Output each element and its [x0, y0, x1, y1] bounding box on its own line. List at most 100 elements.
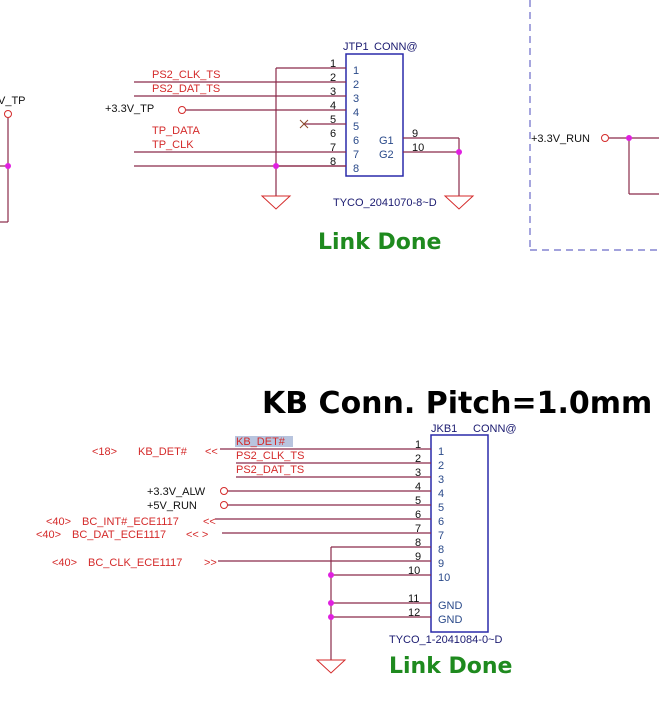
- offpage-connector-icon: >>: [204, 557, 217, 569]
- ground-icon: [315, 659, 347, 674]
- net-label-3v3-tp: +3.3V_TP: [105, 103, 154, 115]
- net-label-kb-det-wire: KB_DET#: [236, 436, 286, 448]
- power-symbol: [4, 110, 12, 118]
- ground-icon: [443, 195, 475, 210]
- kb-section-title: KB Conn. Pitch=1.0mm: [262, 386, 652, 421]
- net-label-ps2-dat: PS2_DAT_TS: [152, 83, 220, 95]
- pin-label: 6: [438, 516, 444, 528]
- pin-label: 2: [438, 460, 444, 472]
- pin-number: 1: [415, 439, 421, 451]
- jkb1-variant: CONN@: [473, 423, 517, 435]
- pin-number: 2: [330, 72, 336, 84]
- left-partial-net: V_TP: [0, 95, 26, 223]
- net-label-ps2-clk: PS2_CLK_TS: [236, 450, 304, 462]
- junction-dot: [328, 572, 334, 578]
- net-label-tp-data: TP_DATA: [152, 125, 201, 137]
- pin-label: GND: [438, 614, 463, 626]
- pin-label: 5: [353, 121, 359, 133]
- pin-number: 8: [415, 537, 421, 549]
- jkb1-refdes: JKB1: [431, 423, 457, 435]
- offpage-connector-icon: <<: [205, 446, 218, 458]
- jtp1-body: [345, 53, 404, 177]
- pin-number: 5: [415, 495, 421, 507]
- no-connect-icon: [299, 119, 309, 129]
- pin-label: 4: [353, 107, 359, 119]
- power-symbol: [220, 487, 228, 495]
- pin-label: 7: [438, 530, 444, 542]
- pin-label: 6: [353, 135, 359, 147]
- offpage-ref: <18>: [92, 446, 117, 458]
- jtp1-link-status: Link Done: [318, 230, 441, 255]
- ground-icon: [260, 195, 292, 210]
- net-label-kb-det: KB_DET#: [138, 446, 188, 458]
- junction-dot: [273, 163, 279, 169]
- pin-label: 2: [353, 79, 359, 91]
- pin-number: 8: [330, 156, 336, 168]
- pin-number: 1: [330, 58, 336, 70]
- junction-dot: [5, 163, 11, 169]
- right-partial-block: +3.3V_RUN: [529, 0, 659, 251]
- pin-label: 1: [438, 446, 444, 458]
- junction-dot: [328, 600, 334, 606]
- power-symbol: [220, 501, 228, 509]
- net-label-ps2-clk: PS2_CLK_TS: [152, 69, 220, 81]
- pin-number: 7: [330, 142, 336, 154]
- pin-number: 11: [408, 593, 419, 605]
- net-label-bc-clk: BC_CLK_ECE1117: [88, 557, 182, 569]
- pin-number: 5: [330, 114, 336, 126]
- net-label-tp-clk: TP_CLK: [152, 139, 194, 151]
- jtp1-connector: JTP1 CONN@ PS2_CLK_TS PS2_DAT_TS +3.3V_T…: [105, 41, 475, 255]
- net-label-bc-int: BC_INT#_ECE1117: [82, 516, 179, 528]
- pin-number: 7: [415, 523, 421, 535]
- offpage-ref: <40>: [36, 529, 61, 541]
- pin-number: 6: [330, 128, 336, 140]
- junction-dot: [456, 149, 462, 155]
- pin-number: 3: [330, 86, 336, 98]
- jtp1-variant: CONN@: [374, 41, 418, 53]
- pin-label: 9: [438, 558, 444, 570]
- right-net-label: +3.3V_RUN: [531, 133, 590, 145]
- offpage-ref: <40>: [46, 516, 71, 528]
- pin-number: 10: [412, 142, 424, 154]
- pin-label: G2: [379, 149, 394, 161]
- jkb1-part-number: TYCO_1-2041084-0~D: [389, 634, 502, 646]
- jkb1-link-status: Link Done: [389, 654, 512, 679]
- jtp1-refdes: JTP1: [343, 41, 369, 53]
- pin-label: 8: [353, 163, 359, 175]
- pin-number: 4: [330, 100, 336, 112]
- pin-number: 6: [415, 509, 421, 521]
- pin-label: 8: [438, 544, 444, 556]
- pin-number: 4: [415, 481, 421, 493]
- power-symbol: [601, 134, 609, 142]
- pin-number: 3: [415, 467, 421, 479]
- pin-label: 5: [438, 502, 444, 514]
- jtp1-part-number: TYCO_2041070-8~D: [333, 197, 437, 209]
- pin-label: 7: [353, 149, 359, 161]
- pin-number: 12: [408, 607, 420, 619]
- bidir-connector-icon: << >: [186, 529, 208, 541]
- junction-dot: [328, 614, 334, 620]
- pin-label: G1: [379, 135, 394, 147]
- pin-number: 9: [415, 551, 421, 563]
- jkb1-connector: JKB1 CONN@ <18> KB_DET# << KB_DET# PS2_C…: [36, 423, 517, 679]
- pin-label: 1: [353, 65, 359, 77]
- pin-number: 9: [412, 128, 418, 140]
- pin-number: 2: [415, 453, 421, 465]
- power-symbol: [178, 106, 186, 114]
- net-label-ps2-dat: PS2_DAT_TS: [236, 464, 304, 476]
- net-label-bc-dat: BC_DAT_ECE1117: [72, 529, 166, 541]
- pin-label: 3: [438, 474, 444, 486]
- pin-label: GND: [438, 600, 463, 612]
- pin-label: 10: [438, 572, 450, 584]
- net-label-5v-run: +5V_RUN: [147, 500, 197, 512]
- net-label-3v3-alw: +3.3V_ALW: [147, 486, 206, 498]
- offpage-connector-icon: <<: [203, 516, 216, 528]
- offpage-ref: <40>: [52, 557, 77, 569]
- selection-highlight: [235, 436, 293, 447]
- left-net-label: V_TP: [0, 95, 26, 107]
- pin-label: 4: [438, 488, 444, 500]
- pin-number: 10: [408, 565, 420, 577]
- junction-dot: [626, 135, 632, 141]
- pin-label: 3: [353, 93, 359, 105]
